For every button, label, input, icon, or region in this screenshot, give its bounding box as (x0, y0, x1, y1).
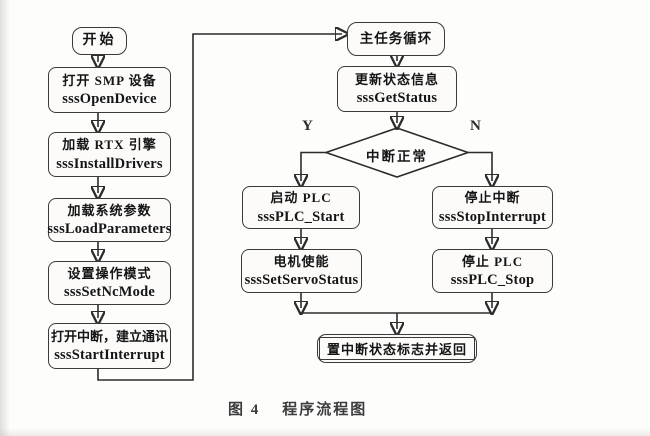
node-open-device-func: sssOpenDevice (62, 91, 157, 108)
node-start-interrupt: 打开中断，建立通讯 sssStartInterrupt (48, 323, 171, 369)
node-open-device: 打开 SMP 设备 sssOpenDevice (48, 67, 171, 113)
node-load-parameters-label: 加载系统参数 (67, 202, 152, 218)
node-set-servo-status-func: sssSetServoStatus (244, 272, 359, 289)
node-start-label: 开始 (82, 33, 117, 49)
node-set-flag-return-label: 置中断状态标志并返回 (319, 337, 476, 360)
node-open-device-label: 打开 SMP 设备 (62, 72, 157, 88)
node-install-drivers-func: sssInstallDrivers (56, 155, 163, 172)
node-start-interrupt-label: 打开中断，建立通讯 (50, 328, 168, 344)
node-start: 开始 (72, 27, 127, 55)
figure-caption-number: 图 4 (228, 402, 261, 418)
figure-caption-title: 程序流程图 (282, 402, 368, 418)
node-install-drivers: 加载 RTX 引擎 sssInstallDrivers (48, 132, 171, 177)
figure-caption: 图 4 程序流程图 (228, 398, 367, 419)
node-set-servo-status-label: 电机使能 (273, 253, 330, 269)
node-main-loop-label: 主任务循环 (359, 30, 433, 46)
node-set-nc-mode-label: 设置操作模式 (67, 265, 152, 281)
node-plc-start-label: 启动 PLC (270, 190, 332, 206)
connector-decision-yes-to-plc-start (301, 151, 326, 182)
branch-label-yes: Y (302, 118, 313, 134)
connector-start-interrupt-to-main-loop (97, 34, 342, 381)
node-load-parameters-func: sssLoadParameters (47, 221, 172, 238)
node-plc-stop: 停止 PLC sssPLC_Stop (432, 249, 553, 293)
node-stop-interrupt: 停止中断 sssStopInterrupt (432, 186, 553, 229)
node-load-parameters: 加载系统参数 sssLoadParameters (47, 198, 172, 242)
node-set-flag-return: 置中断状态标志并返回 (317, 334, 477, 363)
node-get-status-label: 更新状态信息 (354, 71, 439, 87)
node-set-nc-mode: 设置操作模式 sssSetNcMode (48, 261, 171, 305)
connector-decision-no-to-stop-interrupt (468, 151, 492, 182)
node-get-status: 更新状态信息 sssGetStatus (337, 66, 457, 112)
node-get-status-func: sssGetStatus (356, 90, 438, 107)
decision-label: 中断正常 (366, 149, 428, 164)
node-plc-stop-func: sssPLC_Stop (450, 272, 535, 289)
node-set-servo-status: 电机使能 sssSetServoStatus (241, 249, 362, 293)
decision-diamond-shape (323, 127, 471, 178)
node-main-loop: 主任务循环 (347, 22, 445, 56)
node-install-drivers-label: 加载 RTX 引擎 (62, 137, 157, 153)
node-set-nc-mode-func: sssSetNcMode (63, 284, 155, 301)
node-start-interrupt-func: sssStartInterrupt (54, 347, 165, 364)
branch-label-no: N (470, 118, 481, 134)
node-stop-interrupt-func: sssStopInterrupt (438, 208, 547, 225)
node-plc-stop-label: 停止 PLC (461, 253, 524, 269)
node-stop-interrupt-label: 停止中断 (464, 190, 521, 206)
node-plc-start-func: sssPLC_Start (257, 208, 345, 225)
node-plc-start: 启动 PLC sssPLC_Start (242, 186, 360, 229)
